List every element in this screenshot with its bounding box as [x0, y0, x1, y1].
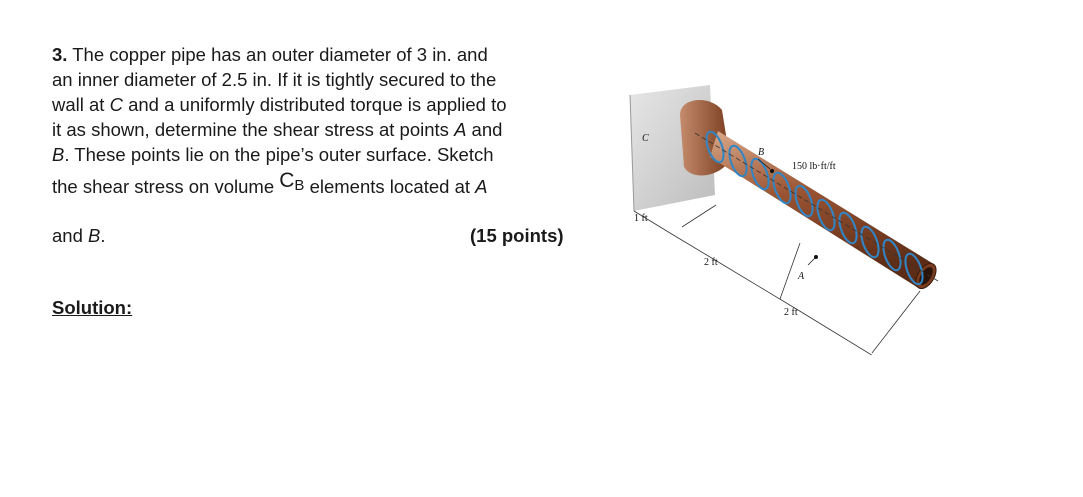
- dim-line: [709, 256, 799, 311]
- leader-b: [757, 158, 771, 170]
- point-c-ref: C: [109, 94, 123, 115]
- text: the shear stress on volume: [52, 176, 280, 197]
- ext-line: [681, 204, 717, 228]
- dim-label-2ft-b: 2 ft: [784, 307, 798, 318]
- dim-line: [797, 309, 873, 355]
- point-b-ref: B: [52, 144, 65, 165]
- text: it as shown, determine the shear stress …: [52, 119, 455, 140]
- points-label: (15 points): [470, 225, 564, 246]
- problem-line-3: wall at C and a uniformly distributed to…: [52, 94, 507, 116]
- cb-b: B: [294, 177, 305, 194]
- torque-arrow: [904, 252, 924, 286]
- torque-arrow: [750, 157, 770, 191]
- text: and: [52, 225, 89, 246]
- wall-edge: [629, 94, 635, 212]
- point-a-ref: A: [454, 119, 467, 140]
- problem-line-1: 3. The copper pipe has an outer diameter…: [52, 44, 488, 66]
- cb-symbol: CB: [279, 169, 305, 195]
- torque-arrow: [794, 184, 814, 218]
- label-c: C: [642, 133, 649, 144]
- leader-a: [807, 256, 817, 266]
- torque-arrow: [816, 198, 836, 232]
- point-a-ref: A: [475, 176, 488, 197]
- label-a: A: [797, 271, 805, 282]
- torque-arrow: [772, 171, 792, 205]
- text: elements located at: [304, 176, 476, 197]
- text: and a uniformly distributed torque is ap…: [122, 94, 507, 115]
- text: an inner diameter of 2.5 in. If it is ti…: [52, 69, 497, 90]
- problem-line-2: an inner diameter of 2.5 in. If it is ti…: [52, 69, 496, 91]
- problem-number: 3.: [52, 44, 68, 65]
- dimension-lines: [633, 204, 921, 355]
- ext-line: [871, 290, 921, 354]
- text: The copper pipe has an outer diameter of…: [67, 44, 488, 65]
- cb-c: C: [279, 169, 295, 192]
- pipe-figure: C B A 150 lb·ft/ft 1 ft 2 ft 2 ft: [629, 85, 939, 355]
- label-b: B: [758, 147, 764, 158]
- dim-line: [669, 232, 711, 258]
- text: and: [466, 119, 503, 140]
- text: . These points lie on the pipe’s outer s…: [64, 144, 494, 165]
- torque-arrow: [728, 144, 748, 178]
- ext-line: [779, 242, 801, 300]
- problem-line-5: B. These points lie on the pipe’s outer …: [52, 144, 494, 166]
- dim-line: [633, 210, 671, 234]
- torque-arrow: [860, 225, 880, 259]
- text: .: [100, 225, 106, 246]
- dim-label-1ft: 1 ft: [634, 213, 648, 224]
- point-b-marker: [770, 169, 774, 173]
- text: wall at: [52, 94, 110, 115]
- torque-label: 150 lb·ft/ft: [792, 161, 836, 172]
- torque-arrow: [838, 211, 858, 245]
- solution-label: Solution:: [52, 297, 133, 318]
- distributed-torque-arrows: [705, 130, 924, 286]
- problem-line-7: and B.: [52, 225, 106, 247]
- torque-arrow: [705, 130, 725, 164]
- dim-label-2ft-a: 2 ft: [704, 257, 718, 268]
- problem-line-6: the shear stress on volume CB elements l…: [52, 170, 488, 200]
- torque-arrow: [882, 238, 902, 272]
- point-b-ref: B: [88, 225, 101, 246]
- problem-line-4: it as shown, determine the shear stress …: [52, 119, 502, 141]
